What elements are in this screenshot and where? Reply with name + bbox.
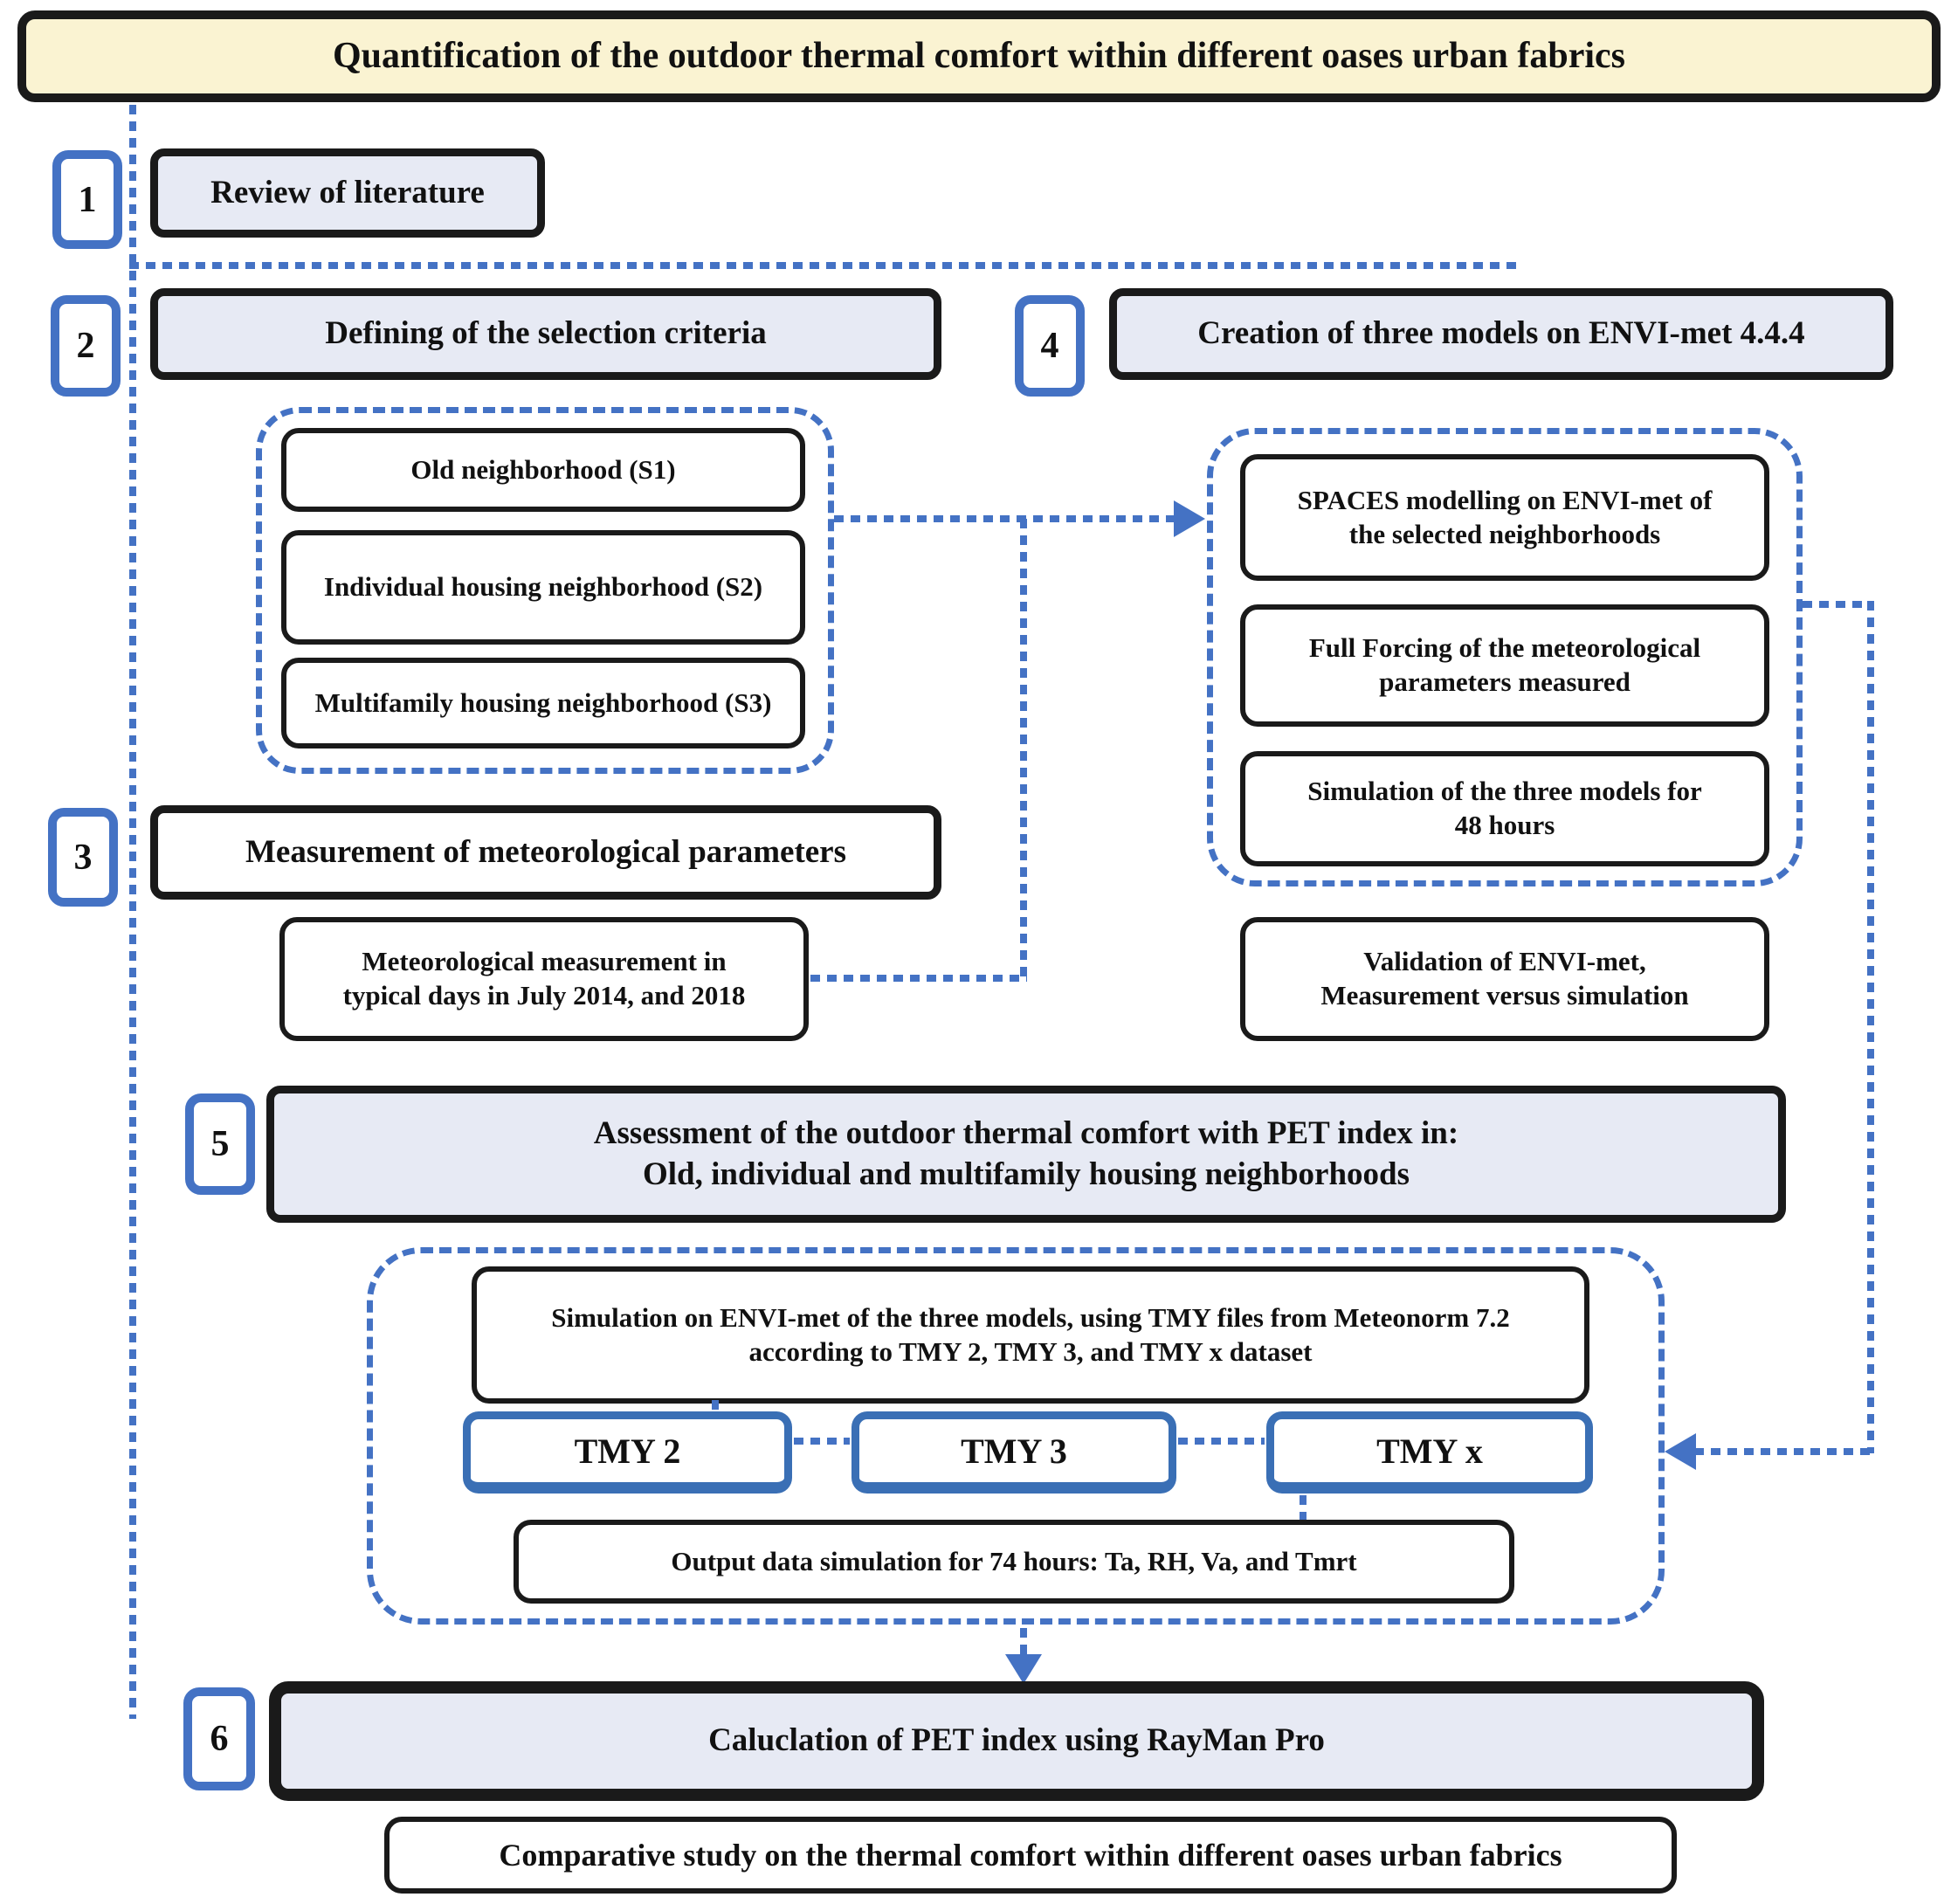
step-badge-3: 3 [48,808,118,907]
connector-mid-vertical [1020,519,1027,980]
step-badge-2: 2 [51,295,121,397]
step-box-meteorological-parameters: Measurement of meteorological parameters [150,805,941,900]
step-box-review-of-literature: Review of literature [150,148,545,238]
connector-tmyx-to-output [1300,1495,1306,1520]
connector-sim-to-tmy2 [712,1400,719,1418]
step-badge-4: 4 [1015,295,1085,397]
envimet-box-full-forcing: Full Forcing of the meteorological param… [1240,604,1769,727]
box-validation-envimet: Validation of ENVI-met, Measurement vers… [1240,917,1769,1041]
connector-right-to-tmy [1694,1448,1872,1455]
criteria-box-individual-housing: Individual housing neighborhood (S2) [281,530,805,645]
envimet-container [1207,428,1803,886]
step-box-pet-calculation: Caluclation of PET index using RayMan Pr… [269,1681,1764,1801]
step-box-pet-assessment: Assessment of the outdoor thermal comfor… [266,1086,1786,1223]
connector-top-horizontal [129,262,1522,269]
title-box: Quantification of the outdoor thermal co… [17,10,1941,102]
connector-envimet-branch-horizontal [1803,601,1874,608]
criteria-box-multifamily-housing: Multifamily housing neighborhood (S3) [281,658,805,748]
box-comparative-study: Comparative study on the thermal comfort… [384,1817,1677,1894]
arrowhead-left-icon [1665,1433,1696,1470]
envimet-box-simulation-48h: Simulation of the three models for 48 ho… [1240,751,1769,866]
connector-right-vertical [1867,601,1874,1453]
connector-container-to-step6 [1020,1628,1027,1658]
selection-criteria-container [256,407,834,774]
box-meteorological-measurement: Meteorological measurement in typical da… [279,917,809,1041]
step-badge-1: 1 [52,150,122,249]
step-box-selection-criteria: Defining of the selection criteria [150,288,941,380]
step-badge-6: 6 [183,1687,255,1790]
box-output-data: Output data simulation for 74 hours: Ta,… [514,1520,1514,1604]
tmyx-box: TMY x [1266,1411,1593,1494]
arrowhead-right-icon [1174,500,1205,537]
step-box-envimet-models: Creation of three models on ENVI-met 4.4… [1109,288,1893,380]
envimet-box-spaces-modelling: SPACES modelling on ENVI-met of the sele… [1240,454,1769,581]
connector-tmy3-tmyx [1178,1438,1265,1445]
tmy3-box: TMY 3 [851,1411,1176,1494]
tmy-container [367,1247,1665,1625]
tmy2-box: TMY 2 [463,1411,792,1494]
box-tmy-simulation: Simulation on ENVI-met of the three mode… [472,1266,1589,1404]
step-badge-5: 5 [185,1093,255,1195]
criteria-box-old-neighborhood: Old neighborhood (S1) [281,428,805,512]
connector-measurement-to-mid [810,975,1027,982]
connector-criteria-to-envimet [834,515,1176,522]
connector-left-spine [129,105,136,1719]
arrowhead-down-icon [1005,1654,1042,1684]
connector-tmy2-tmy3 [794,1438,850,1445]
